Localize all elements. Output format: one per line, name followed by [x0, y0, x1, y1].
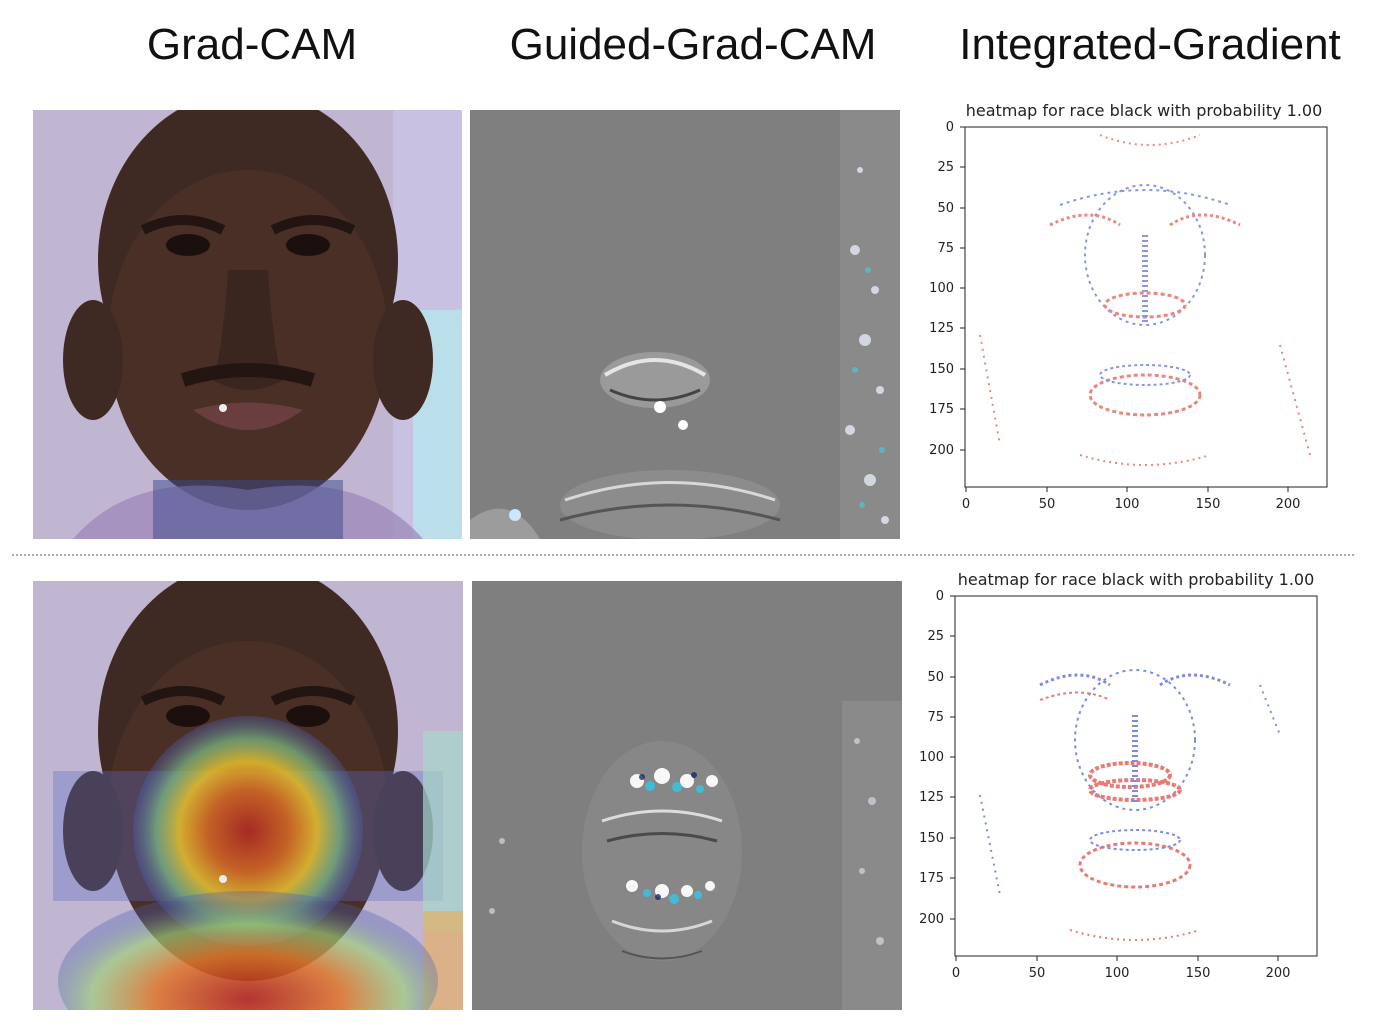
heatmap-chart-row2: heatmap for race black with probability … — [919, 570, 1318, 981]
x-tick: 150 — [1196, 497, 1221, 512]
y-tick: 150 — [919, 831, 944, 846]
gradcam-image-row2 — [33, 581, 463, 1010]
column-title-guided-grad-cam: Guided-Grad-CAM — [509, 20, 877, 69]
guided-gradcam-image-row1 — [470, 110, 900, 539]
y-tick: 50 — [927, 670, 944, 685]
x-tick: 50 — [1039, 497, 1056, 512]
x-tick: 150 — [1186, 966, 1211, 981]
x-tick: 0 — [962, 497, 970, 512]
x-tick: 50 — [1029, 966, 1046, 981]
y-tick: 50 — [937, 201, 954, 216]
x-tick: 200 — [1276, 497, 1301, 512]
heatmap-title: heatmap for race black with probability … — [966, 101, 1323, 120]
y-tick: 75 — [937, 241, 954, 256]
y-tick: 100 — [919, 750, 944, 765]
y-tick: 175 — [929, 402, 954, 417]
x-tick: 0 — [952, 966, 960, 981]
y-tick: 125 — [929, 321, 954, 336]
heatmap-chart-row1: heatmap for race black with probability … — [929, 101, 1328, 512]
face-photo-heat-overlay — [33, 581, 463, 1010]
y-tick: 200 — [929, 443, 954, 458]
y-tick: 25 — [937, 160, 954, 175]
y-tick: 75 — [927, 710, 944, 725]
y-tick: 0 — [936, 589, 944, 604]
guided-gradcam-map — [472, 581, 902, 1010]
column-title-integrated-gradient: Integrated-Gradient — [959, 20, 1341, 69]
guided-gradcam-image-row2 — [472, 581, 902, 1010]
y-tick: 200 — [919, 912, 944, 927]
integrated-gradient-heatmap-row1: heatmap for race black with probability … — [910, 95, 1350, 515]
heatmap-title: heatmap for race black with probability … — [958, 570, 1315, 589]
gradcam-image-row1 — [33, 110, 462, 539]
face-photo — [33, 110, 462, 539]
y-tick: 0 — [946, 120, 954, 135]
x-tick: 100 — [1115, 497, 1140, 512]
integrated-gradient-heatmap-row2: heatmap for race black with probability … — [900, 565, 1340, 985]
y-tick: 100 — [929, 281, 954, 296]
row-divider — [12, 554, 1354, 556]
y-tick: 25 — [927, 629, 944, 644]
guided-gradcam-map — [470, 110, 900, 539]
x-tick: 100 — [1105, 966, 1130, 981]
x-tick: 200 — [1266, 966, 1291, 981]
column-title-grad-cam: Grad-CAM — [146, 20, 358, 69]
y-tick: 150 — [929, 362, 954, 377]
y-tick: 125 — [919, 790, 944, 805]
y-tick: 175 — [919, 871, 944, 886]
